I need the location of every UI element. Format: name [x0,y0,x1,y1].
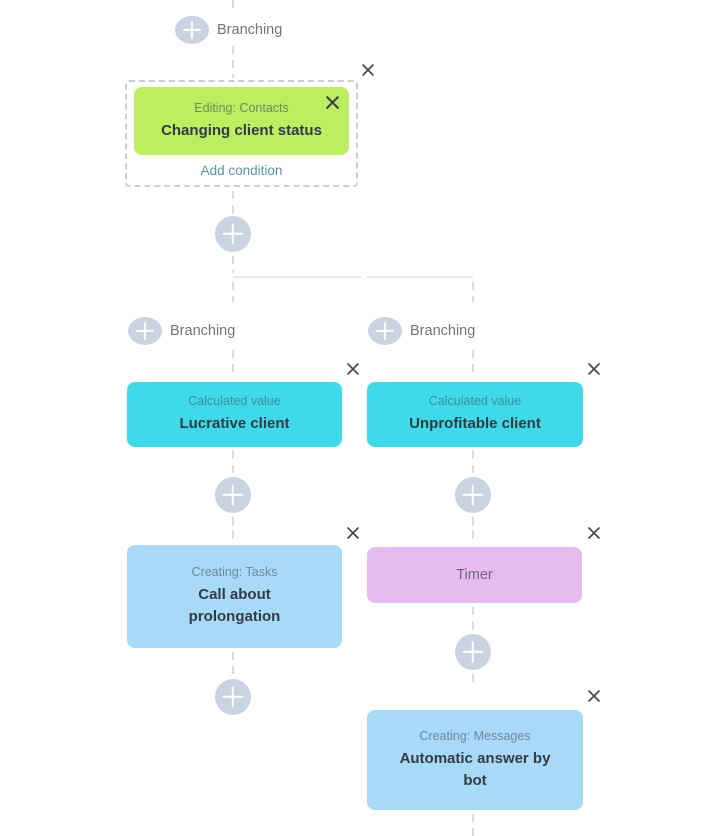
add-branching-button-right[interactable]: Branching [368,317,475,345]
card-subtitle: Calculated value [428,394,522,409]
card-title: Unprofitable client [409,415,541,433]
plus-icon [175,16,209,44]
connector-line [232,0,234,14]
add-node-button[interactable] [455,477,491,513]
delete-node-button[interactable] [586,525,602,541]
close-icon [588,690,600,702]
connector-line [232,451,234,475]
delete-node-button[interactable] [586,361,602,377]
connector-line [472,350,474,378]
delete-condition-button[interactable] [324,94,340,110]
condition-card-subtitle: Editing: Contacts [194,100,289,115]
connector-line [232,517,234,540]
plus-icon [455,477,491,513]
branching-label: Branching [217,22,283,38]
add-node-button[interactable] [215,679,251,715]
plus-icon [215,679,251,715]
calculated-value-card-right[interactable]: Calculated value Unprofitable client [367,382,583,447]
close-icon [325,95,339,109]
card-title: Timer [456,567,493,583]
connector-line [472,451,474,475]
delete-node-button[interactable] [586,688,602,704]
condition-group: Editing: Contacts Changing client status… [125,80,358,187]
card-subtitle: Creating: Tasks [191,565,278,580]
card-title: Call about prolongation [188,586,281,625]
add-branching-button-left[interactable]: Branching [128,317,235,345]
delete-group-button[interactable] [360,62,376,78]
connector-line [472,517,474,540]
plus-icon [128,317,162,345]
close-icon [347,363,359,375]
connector-line [232,350,234,378]
add-node-button[interactable] [215,216,251,252]
connector-line [232,652,234,674]
delete-node-button[interactable] [345,361,361,377]
connector-line [472,674,474,688]
plus-icon [215,477,251,513]
branch-split-line [367,276,473,278]
close-icon [347,527,359,539]
message-card[interactable]: Creating: Messages Automatic answer by b… [367,710,583,810]
condition-card-title: Changing client status [161,121,322,139]
connector-line [232,282,234,302]
connector-line [232,191,234,215]
calculated-value-card-left[interactable]: Calculated value Lucrative client [127,382,342,447]
branch-split-line [233,276,361,278]
card-subtitle: Calculated value [188,394,281,409]
connector-line [472,814,474,836]
timer-card[interactable]: Timer [367,547,582,603]
branching-label: Branching [170,323,236,339]
plus-icon [128,317,162,345]
connector-line [232,256,234,273]
task-card[interactable]: Creating: Tasks Call about prolongation [127,545,342,648]
connector-line [472,282,474,302]
plus-icon [455,634,491,670]
close-icon [588,527,600,539]
add-node-button[interactable] [215,477,251,513]
branching-label: Branching [410,323,476,339]
condition-card[interactable]: Editing: Contacts Changing client status [134,87,349,155]
card-subtitle: Creating: Messages [419,728,531,743]
add-branching-button-top[interactable]: Branching [175,16,282,44]
card-title: Lucrative client [179,415,290,433]
plus-icon [368,317,402,345]
plus-icon [175,16,209,44]
plus-icon [368,317,402,345]
connector-line [232,46,234,78]
card-title: Automatic answer by bot [399,749,551,789]
plus-icon [215,216,251,252]
close-icon [588,363,600,375]
add-node-button[interactable] [455,634,491,670]
add-condition-link[interactable]: Add condition [200,163,283,178]
delete-node-button[interactable] [345,525,361,541]
connector-line [472,607,474,630]
close-icon [362,64,374,76]
